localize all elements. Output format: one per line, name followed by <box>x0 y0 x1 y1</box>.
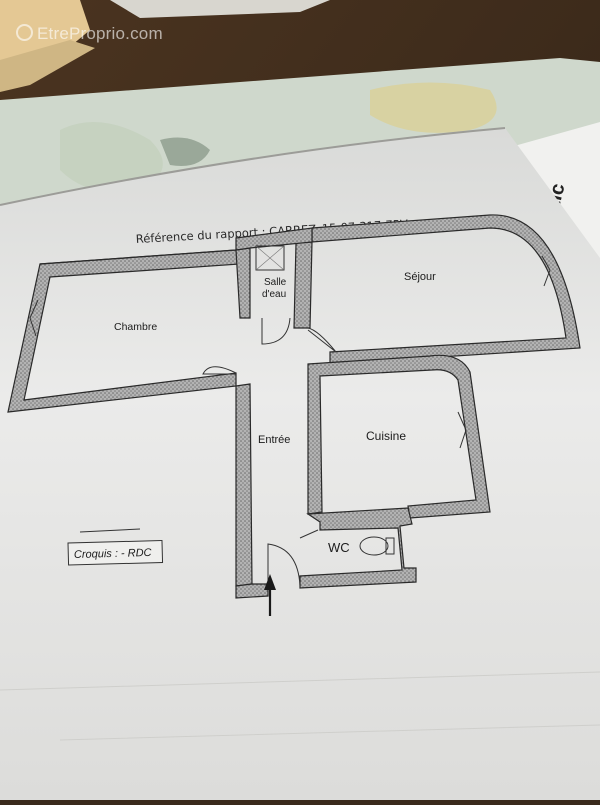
main-sheet <box>0 128 600 800</box>
window-chambre <box>29 299 39 337</box>
room-label-sejour: Séjour <box>404 271 436 283</box>
toilet-tank <box>385 537 395 555</box>
watermark-text: EtreProprio.com <box>37 24 163 43</box>
wall-bottom <box>235 583 269 599</box>
map-shape <box>370 82 497 133</box>
room-label-salle-line2: d'eau <box>262 289 286 300</box>
room-label-entree: Entrée <box>258 434 290 446</box>
door-chambre <box>202 366 237 375</box>
map-shape <box>60 122 163 193</box>
window-sejour <box>541 255 551 287</box>
watermark-camera-icon <box>16 24 33 41</box>
entrance-arrow-head <box>264 574 276 590</box>
wall-cuisine <box>307 354 491 519</box>
door-entree <box>267 543 301 587</box>
wall-entree-left <box>235 383 253 587</box>
wall-wc <box>299 507 417 589</box>
sheet-edge-shadow <box>0 127 506 206</box>
sketch-label-rule <box>79 528 141 533</box>
watermark: EtreProprio.com <box>16 24 163 44</box>
door-sejour <box>307 327 337 353</box>
wall-sejour <box>311 214 581 365</box>
wall-salle-deau <box>293 241 313 329</box>
shower-tray <box>255 245 285 271</box>
faint-page-lines <box>0 671 600 741</box>
sketch-label-box <box>67 540 164 566</box>
room-label-chambre: Chambre <box>114 321 157 333</box>
paper-scrap-edge <box>0 40 95 92</box>
door-salle-deau <box>261 317 291 345</box>
room-label-salle-line1: Salle <box>264 277 287 288</box>
map-shape <box>160 137 210 166</box>
wall-top <box>39 227 313 265</box>
sketch-label: Croquis : - RDC <box>74 547 152 561</box>
room-label-cuisine: Cuisine <box>366 429 406 443</box>
shower-tray-lines <box>255 245 285 271</box>
top-sheet <box>110 0 330 18</box>
door-wc <box>299 529 319 539</box>
window-cuisine <box>457 411 467 449</box>
room-label-wc: WC <box>328 540 350 555</box>
toilet-bowl <box>359 536 389 556</box>
